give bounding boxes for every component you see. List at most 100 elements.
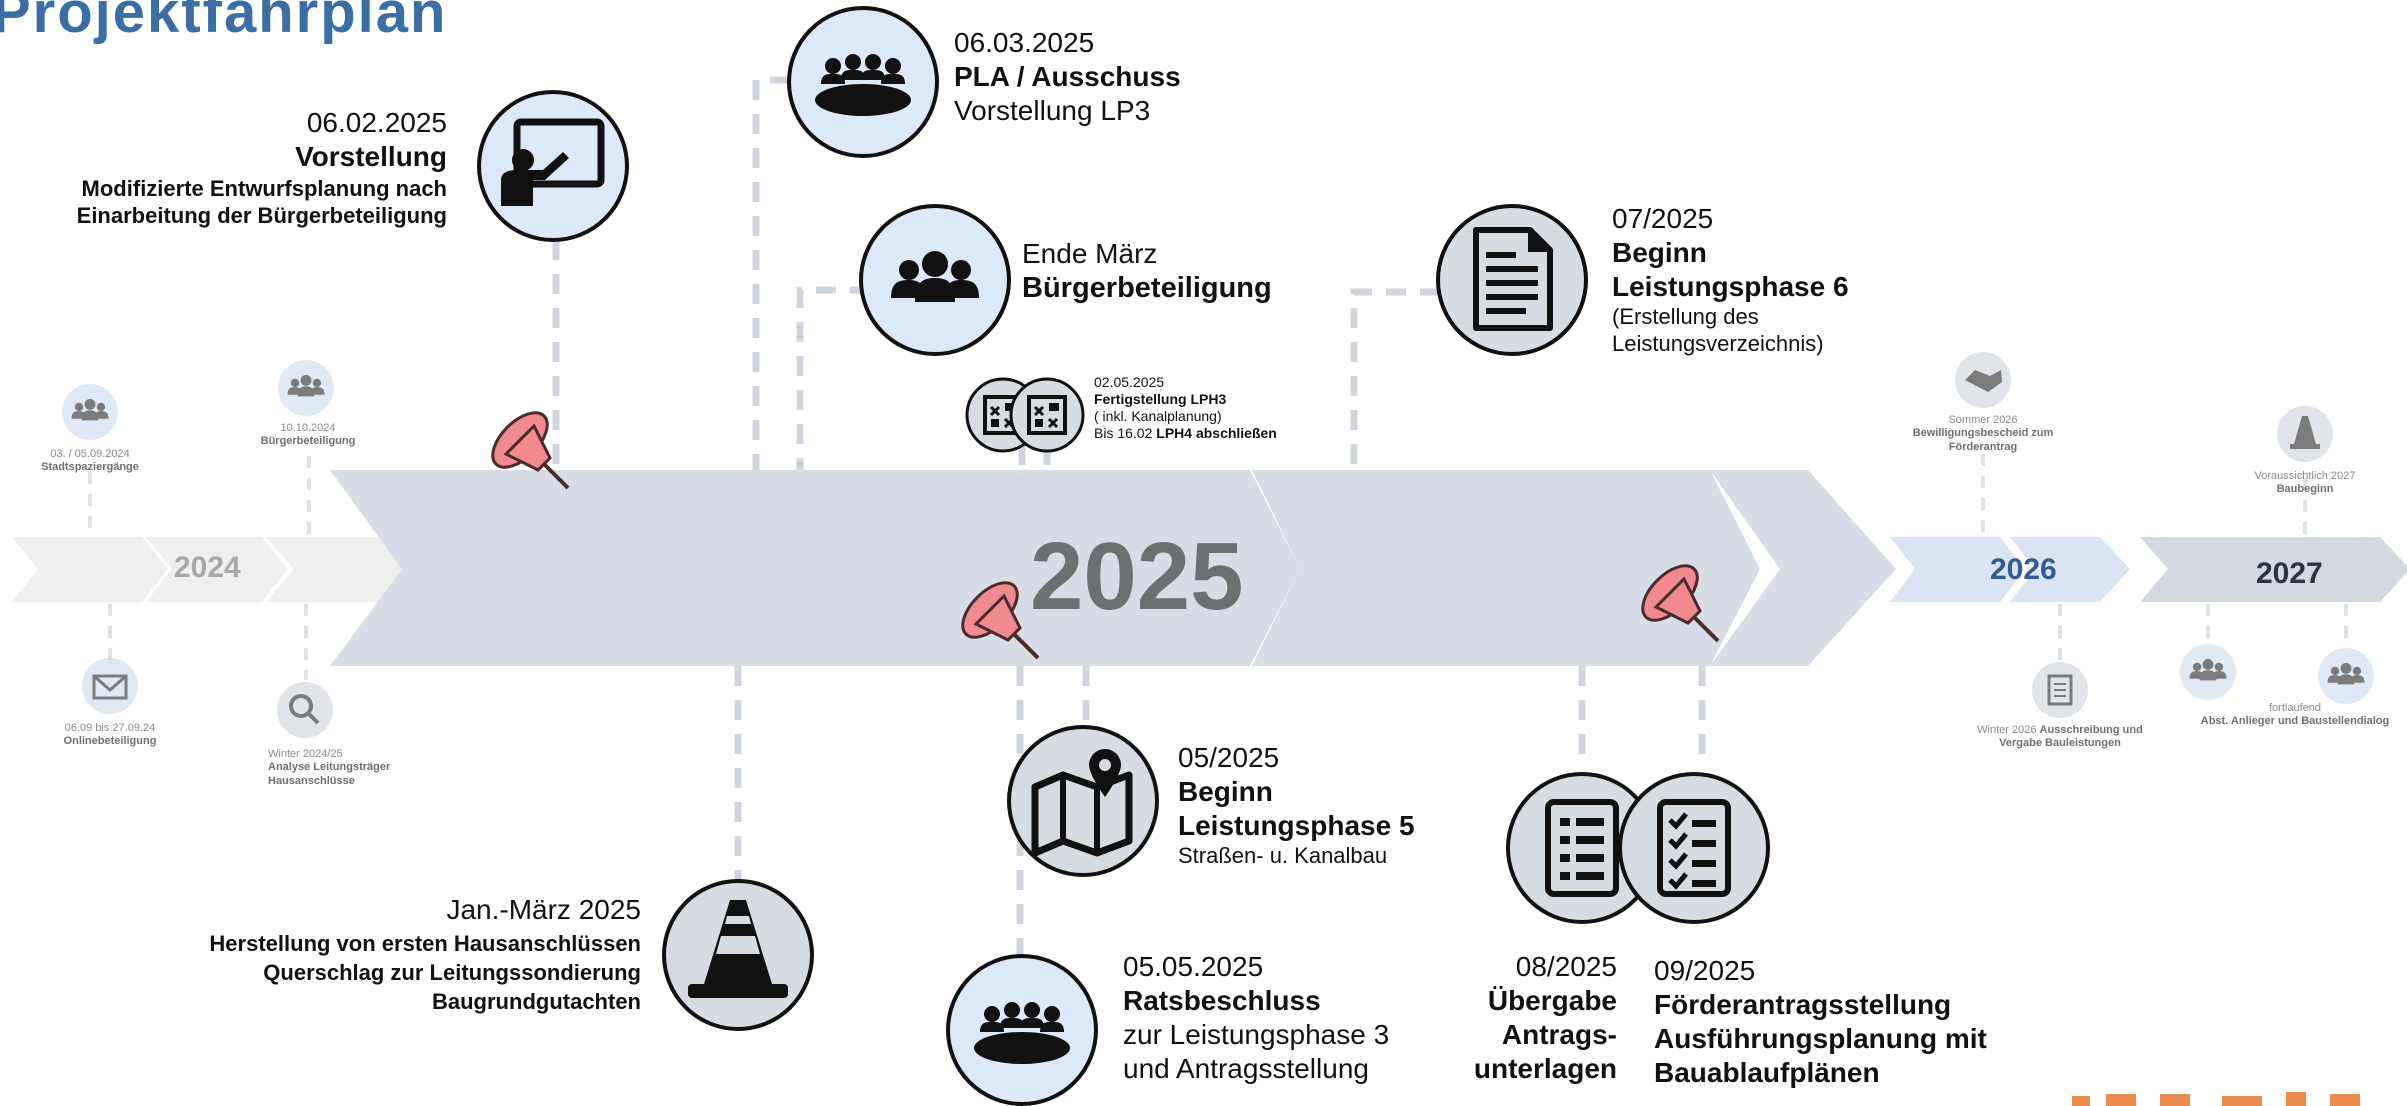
year-label-2026: 2026 (1990, 553, 2057, 586)
milestone-text: zur Leistungsphase 3 (1123, 1019, 1390, 1051)
milestone-foerderantrag: 09/2025 Förderantragsstellung Ausführung… (1654, 954, 1987, 1091)
presentation-icon (477, 90, 629, 242)
milestone-ratsbeschluss: 05.05.2025 Ratsbeschluss zur Leistungsph… (1123, 950, 1389, 1087)
year-label-2027: 2027 (2256, 557, 2323, 590)
milestone-heading: PLA / Ausschuss (954, 61, 1181, 93)
milestone-text: Straßen- u. Kanalbau (1178, 843, 1388, 869)
small-milestone-date: Voraussichtlich 2027 (2254, 470, 2356, 482)
year-label-2024: 2024 (174, 551, 241, 584)
milestone-date: 06.02.2025 (306, 107, 447, 138)
small-milestone-anlieger: fortlaufend Abst. Anlieger und Baustelle… (2180, 702, 2407, 729)
milestone-text: Querschlag zur Leitungssondierung (263, 959, 641, 985)
group-icon (2180, 644, 2236, 700)
traffic-cone-icon (2277, 406, 2333, 462)
small-milestone-buergerbeteiligung: 10.10.2024 Bürgerbeteiligung (228, 422, 388, 449)
arrow-2025 (330, 470, 1896, 666)
milestone-heading: Leistungsphase 5 (1178, 810, 1415, 842)
milestone-heading: Beginn (1612, 237, 1707, 269)
milestone-heading: Vorstellung (295, 141, 447, 173)
small-milestone-label: Vergabe Bauleistungen (1999, 737, 2121, 750)
checklist-icon (2032, 662, 2088, 718)
small-milestone-label: Abst. Anlieger und Baustellendialog (2200, 715, 2390, 728)
milestone-date: 08/2025 (1515, 951, 1617, 982)
milestone-text: Vorstellung LP3 (954, 95, 1151, 127)
milestone-lph3: 02.05.2025 Fertigstellung LPH3 ( inkl. K… (1094, 374, 1277, 442)
small-milestone-date: 06.09 bis 27.09.24 (64, 722, 156, 734)
milestone-text-prefix: Bis 16.02 (1094, 425, 1157, 442)
handshake-icon (1955, 352, 2011, 408)
small-milestone-date: Winter 2024/25 (268, 748, 343, 760)
group-icon (62, 384, 118, 440)
milestone-lp5: 05/2025 Beginn Leistungsphase 5 Straßen-… (1178, 741, 1415, 870)
small-milestone-label: Bewilligungsbescheid zum (1912, 427, 2054, 440)
small-milestone-label: Stadtspaziergänge (41, 461, 139, 474)
meeting-icon (787, 6, 939, 158)
small-milestone-label: Analyse Leitungsträger (268, 761, 391, 774)
small-milestone-date: 10.10.2024 (280, 422, 336, 434)
small-milestone-ausschreibung: Winter 2026 Ausschreibung und Vergabe Ba… (1970, 724, 2150, 751)
checklist-icon (1618, 772, 1770, 924)
milestone-date: 05.05.2025 (1123, 951, 1264, 982)
milestone-date: Ende März (1022, 238, 1158, 269)
milestone-text: Einarbeitung der Bürgerbeteiligung (76, 203, 447, 229)
milestone-heading: Bürgerbeteiligung (1022, 272, 1272, 305)
milestone-heading: Ratsbeschluss (1123, 985, 1321, 1017)
group-icon (2318, 648, 2374, 704)
milestone-text: Ausführungsplanung mit (1654, 1023, 1987, 1055)
milestone-heading: Leistungsphase 6 (1612, 271, 1849, 303)
meeting-icon (946, 954, 1098, 1106)
milestone-text: Herstellung von ersten Hausanschlüssen (209, 930, 641, 956)
milestone-text: Baugrundgutachten (432, 989, 641, 1015)
arrow-2024 (12, 537, 420, 602)
small-milestone-stadtspaziergaenge: 03. / 05.09.2024 Stadtspaziergänge (10, 448, 170, 475)
milestone-heading: Fertigstellung LPH3 (1094, 391, 1227, 408)
document-icon (1436, 204, 1588, 356)
search-icon (277, 682, 333, 738)
milestone-heading: Beginn (1178, 776, 1273, 808)
small-milestone-label: Winter 2026 Ausschreibung und (1970, 724, 2150, 737)
milestone-text: (Erstellung des (1612, 304, 1759, 330)
small-milestone-date: Winter 2026 (1977, 724, 2040, 736)
milestone-pla: 06.03.2025 PLA / Ausschuss Vorstellung L… (954, 26, 1181, 128)
milestone-lp6: 07/2025 Beginn Leistungsphase 6 (Erstell… (1612, 202, 1849, 358)
milestone-date: Jan.-März 2025 (446, 894, 641, 925)
milestone-date: 05/2025 (1178, 742, 1280, 773)
milestone-date: 09/2025 (1654, 955, 1756, 986)
small-milestone-label: Förderantrag (1948, 440, 2018, 453)
milestone-text: ( inkl. Kanalplanung) (1094, 408, 1222, 425)
milestone-text: Förderantragsstellung (1654, 989, 1952, 1021)
milestone-buergerbeteiligung: Ende März Bürgerbeteiligung (1022, 237, 1272, 307)
small-milestone-bewilligung: Sommer 2026 Bewilligungsbescheid zum För… (1903, 414, 2063, 454)
milestone-text: Bis 16.02 LPH4 abschließen (1094, 425, 1277, 442)
small-milestone-baubeginn: Voraussichtlich 2027 Baubeginn (2225, 470, 2385, 497)
small-milestone-date: fortlaufend (2269, 702, 2321, 714)
milestone-text-bold: LPH4 abschließen (1156, 425, 1277, 442)
milestone-text: Leistungsverzeichnis) (1612, 331, 1824, 357)
year-label-2025: 2025 (1030, 523, 1244, 630)
small-connector-lines (88, 454, 2348, 680)
small-milestone-date: Sommer 2026 (1948, 414, 2018, 426)
milestone-text: und Antragsstellung (1123, 1053, 1369, 1085)
small-milestone-label: Hausanschlüsse (268, 774, 355, 787)
page-title: Projektfahrplan (0, 0, 448, 45)
milestone-hausanschluss: Jan.-März 2025 Herstellung von ersten Ha… (81, 892, 641, 1016)
milestone-text: Modifizierte Entwurfsplanung nach (81, 176, 447, 202)
brand-mark (2072, 1092, 2360, 1106)
traffic-cone-icon (662, 879, 814, 1031)
milestone-text: Bauablaufplänen (1654, 1057, 1880, 1089)
milestone-date: 06.03.2025 (954, 27, 1095, 58)
mail-icon (82, 658, 138, 714)
milestone-date: 02.05.2025 (1094, 374, 1165, 390)
small-milestone-onlinebeteiligung: 06.09 bis 27.09.24 Onlinebeteiligung (30, 722, 190, 749)
blueprint-icon (965, 377, 1085, 453)
small-milestone-label: Onlinebeteiligung (63, 735, 157, 748)
milestone-text: Übergabe (1487, 985, 1617, 1017)
small-milestone-label-bold: Ausschreibung und (2039, 724, 2143, 736)
group-icon (859, 204, 1011, 356)
map-icon (1007, 725, 1159, 877)
milestone-uebergabe: 08/2025 Übergabe Antrags- unterlagen (1377, 950, 1617, 1087)
small-milestone-analyse: Winter 2024/25 Analyse Leitungsträger Ha… (268, 748, 390, 788)
milestone-text: unterlagen (1473, 1053, 1617, 1085)
